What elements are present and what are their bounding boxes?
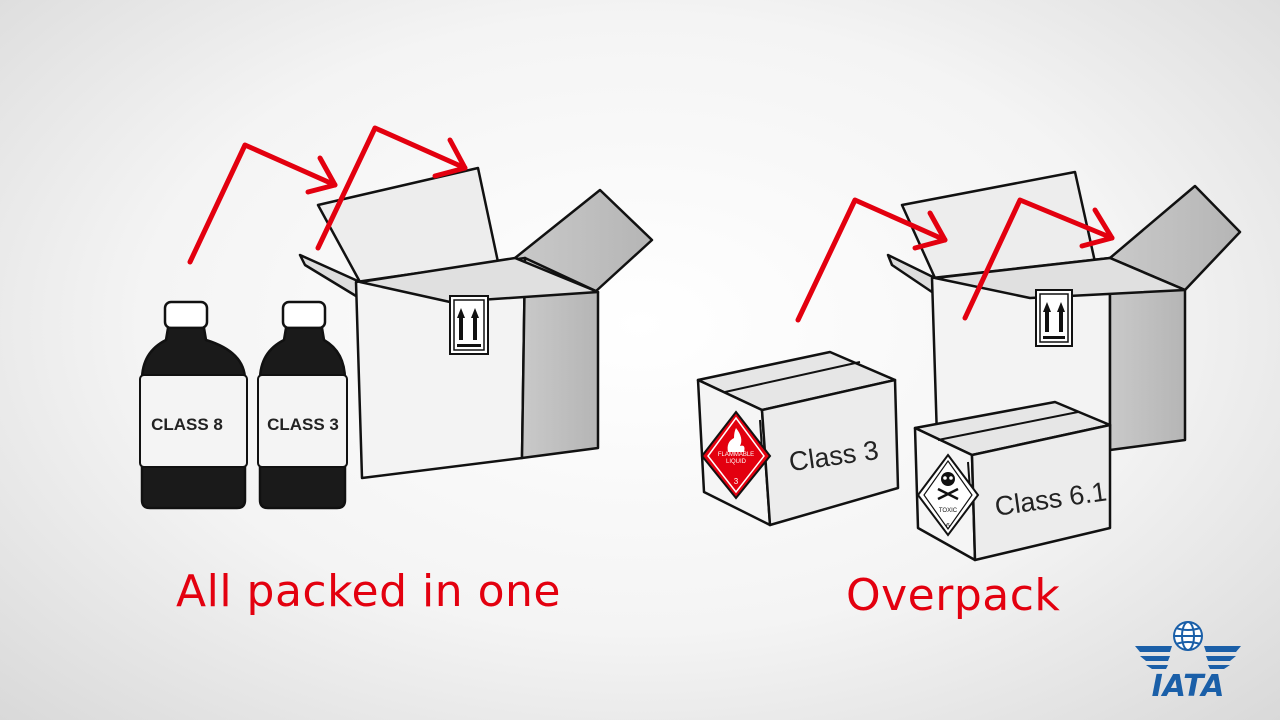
skull-icon: [937, 472, 959, 501]
this-way-up-icon-right: [1035, 289, 1073, 347]
hazard-label-toxic-class: 6: [946, 523, 950, 530]
wings-icon: [1135, 646, 1241, 669]
hazard-label-flammable-class: 3: [734, 477, 739, 486]
hazard-label-toxic-line1: TOXIC: [939, 508, 958, 514]
iata-logo: IATA: [1135, 621, 1241, 704]
this-way-up-icon: [449, 295, 489, 355]
iata-logo-text: IATA: [1152, 669, 1225, 704]
bottle-class-8-label: CLASS 8: [151, 415, 223, 434]
bottle-class-8: [139, 300, 248, 510]
bottle-class-3-label: CLASS 3: [267, 415, 339, 434]
toxic-label: [916, 453, 980, 537]
open-box-left: [298, 166, 654, 480]
caption-overpack: Overpack: [846, 570, 1061, 621]
arrows-right: [795, 197, 1115, 323]
globe-icon: [1173, 621, 1203, 651]
bottle-class-3: [257, 300, 348, 510]
caption-all-packed-in-one: All packed in one: [176, 566, 561, 617]
hazard-label-flammable-line1: FLAMMABLE: [718, 452, 754, 458]
hazard-label-flammable-line2: LIQUID: [726, 459, 747, 465]
arrows-left: [187, 125, 468, 265]
flame-icon: [727, 428, 745, 452]
flammable-liquid-label: [700, 410, 772, 500]
